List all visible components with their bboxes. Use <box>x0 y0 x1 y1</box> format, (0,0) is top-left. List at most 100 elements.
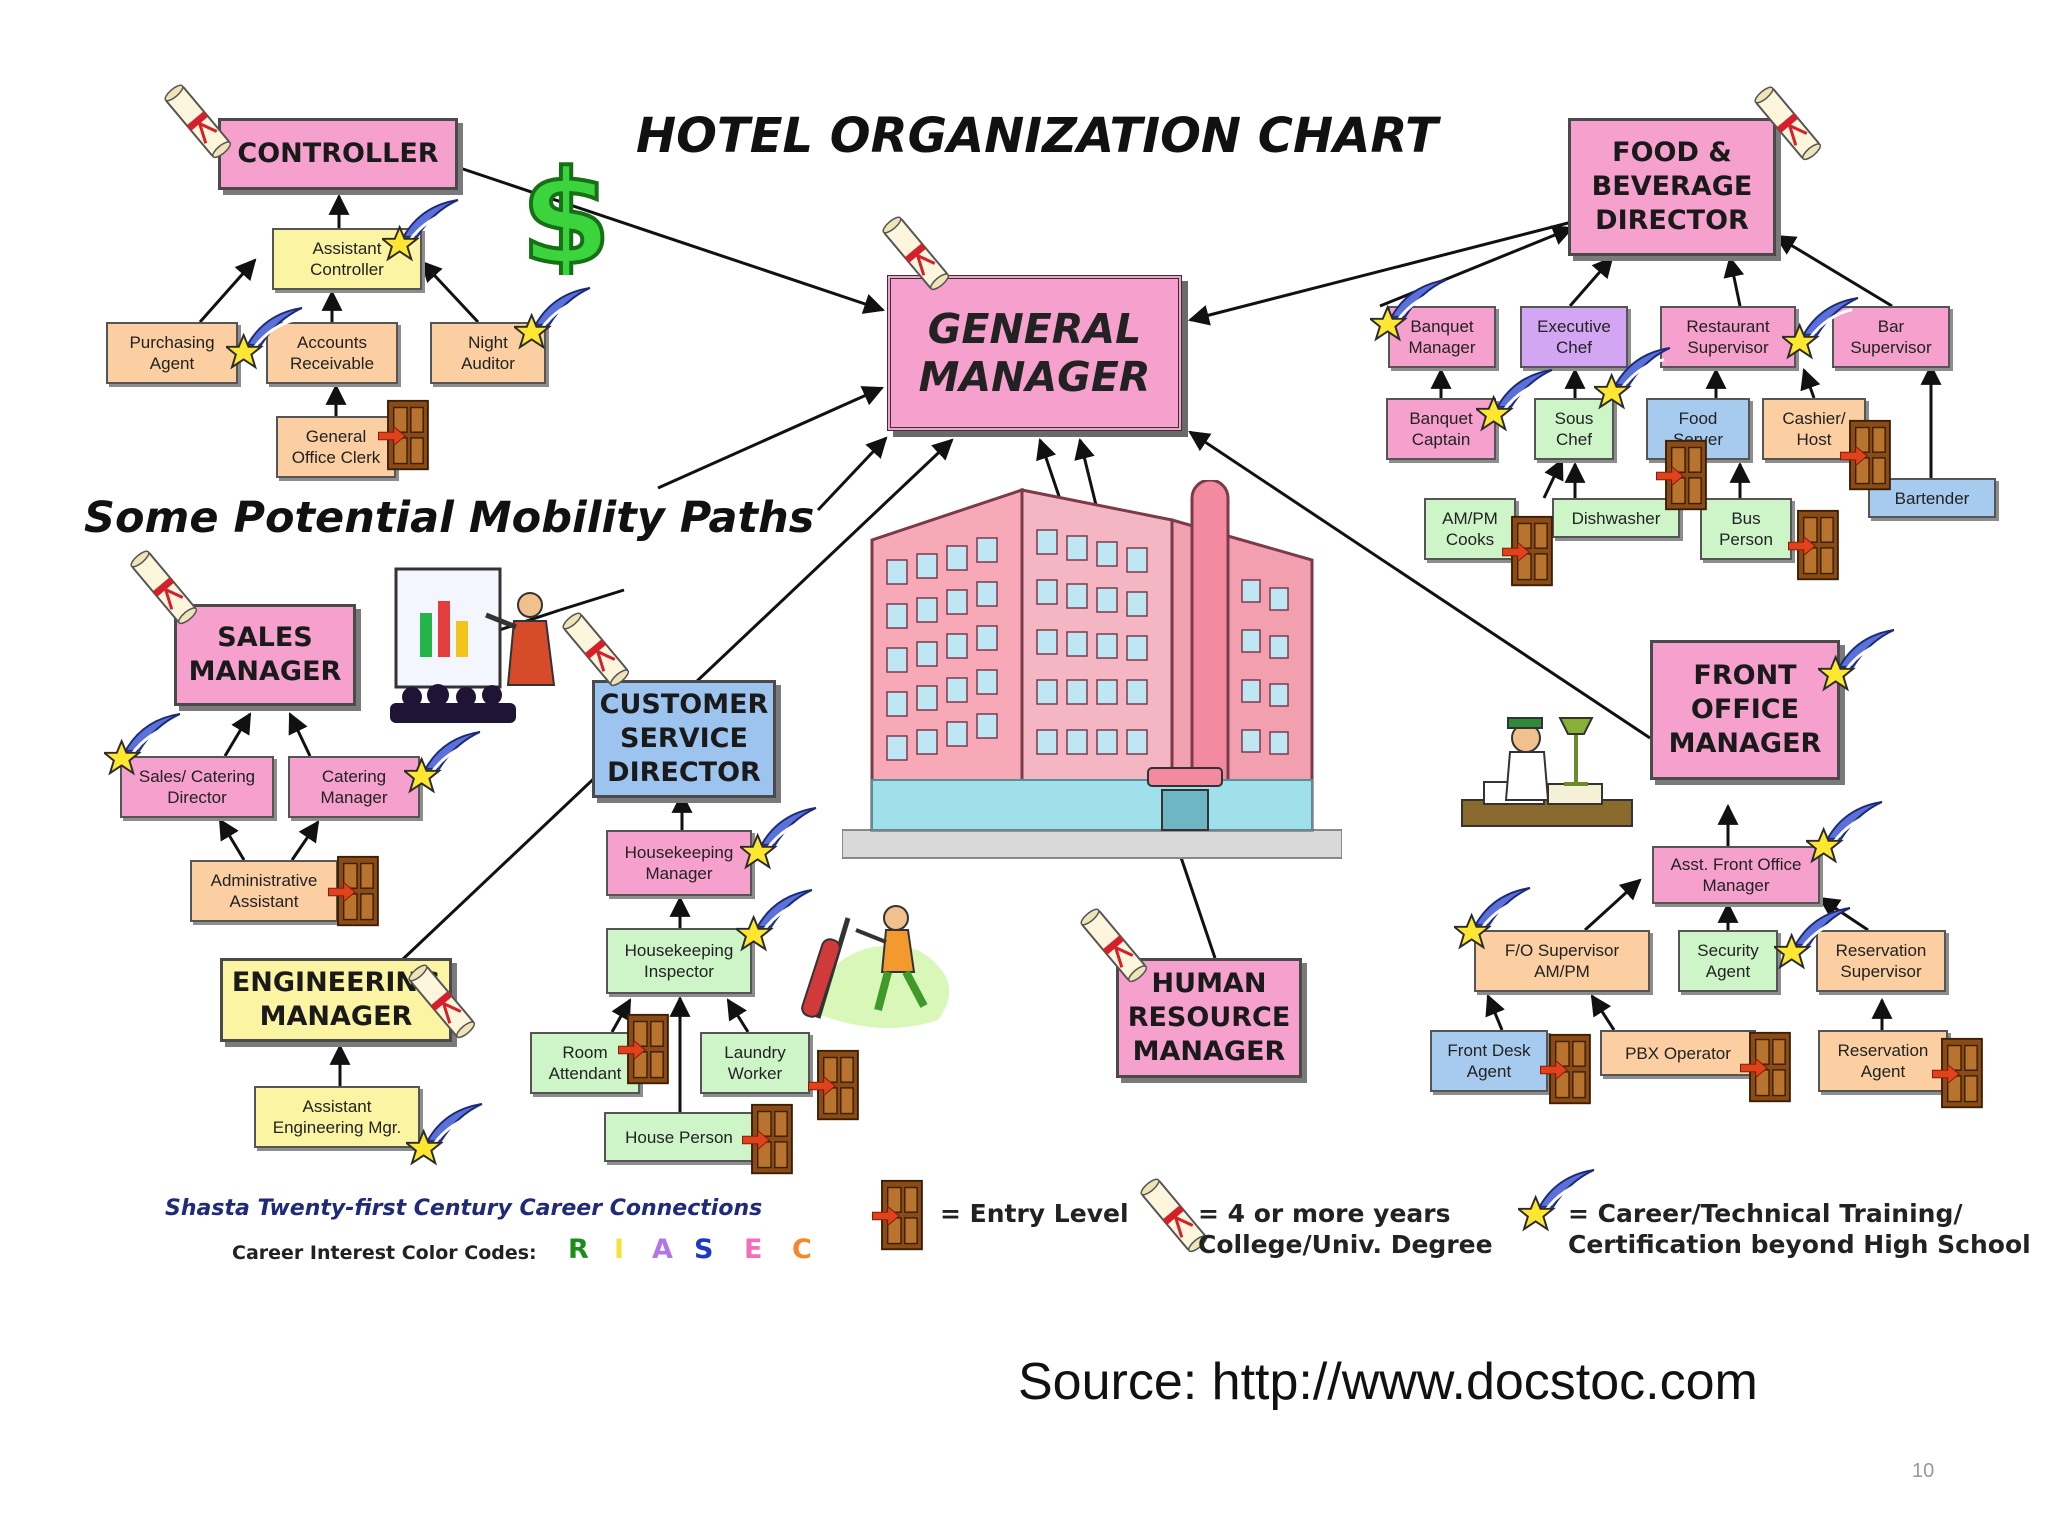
career-connections-label: Shasta Twenty-first Century Career Conne… <box>165 1196 763 1221</box>
color-codes-label: Career Interest Color Codes: <box>232 1242 537 1264</box>
shooting-star-icon <box>226 306 304 374</box>
legend-training: = Career/Technical Training/ Certificati… <box>1568 1199 2031 1259</box>
shooting-star-icon <box>404 730 482 798</box>
bartender-box: Bartender <box>1868 478 1996 518</box>
shooting-star-icon <box>382 198 460 266</box>
front-desk-clerk-icon <box>1461 717 1633 827</box>
presentation-icon <box>390 567 556 723</box>
general-office-clerk-box: General Office Clerk <box>276 416 396 478</box>
assistant-engineering-mgr-box: Assistant Engineering Mgr. <box>254 1086 420 1148</box>
shooting-star-icon <box>1594 346 1672 414</box>
diploma-icon <box>1078 906 1148 986</box>
fo-supervisor-box: F/O Supervisor AM/PM <box>1474 930 1650 992</box>
legend-door-icon <box>872 1178 930 1254</box>
sales-catering-director-box: Sales/ Catering Director <box>120 756 274 818</box>
diploma-icon <box>406 962 476 1042</box>
security-agent-box: Security Agent <box>1678 930 1778 992</box>
arrow-csd-to-gm <box>816 436 888 512</box>
door-icon <box>742 1102 800 1178</box>
shooting-star-icon <box>1782 296 1860 364</box>
hotel-building-icon <box>842 480 1342 859</box>
vacuuming-worker-icon <box>801 905 950 1028</box>
shooting-star-icon <box>1476 368 1554 436</box>
door-icon <box>1932 1036 1990 1112</box>
dishwasher-box: Dishwasher <box>1552 498 1680 538</box>
laundry-worker-box: Laundry Worker <box>700 1032 810 1094</box>
am-pm-cooks-box: AM/PM Cooks <box>1424 498 1516 560</box>
code-a: A <box>652 1234 673 1265</box>
reservation-agent-box: Reservation Agent <box>1818 1030 1948 1092</box>
shooting-star-icon <box>736 888 814 956</box>
cashier-host-box: Cashier/ Host <box>1762 398 1866 460</box>
door-icon <box>1788 508 1846 584</box>
code-e: E <box>744 1234 763 1265</box>
arrow-fb-to-gm <box>1187 220 1573 326</box>
dollar-sign-icon: $ <box>519 155 613 275</box>
door-icon <box>808 1048 866 1124</box>
accounts-receivable-box: Accounts Receivable <box>266 322 398 384</box>
shooting-star-icon <box>514 286 592 354</box>
bus-person-box: Bus Person <box>1700 498 1792 560</box>
house-person-box: House Person <box>604 1112 754 1162</box>
front-desk-agent-box: Front Desk Agent <box>1430 1030 1548 1092</box>
engineering-manager-box: ENGINEERING MANAGER <box>220 958 452 1042</box>
mobility-paths-subtitle: Some Potential Mobility Paths <box>84 493 815 543</box>
pbx-operator-box: PBX Operator <box>1600 1030 1756 1076</box>
door-icon <box>1740 1030 1798 1106</box>
housekeeping-inspector-box: Housekeeping Inspector <box>606 928 752 994</box>
page-number: 10 <box>1912 1460 1935 1482</box>
asst-front-office-manager-box: Asst. Front Office Manager <box>1652 846 1820 904</box>
shooting-star-icon <box>406 1102 484 1170</box>
diploma-icon <box>1752 84 1822 164</box>
shooting-star-icon <box>1806 800 1884 868</box>
diploma-icon <box>880 214 950 294</box>
food-beverage-director-box: FOOD & BEVERAGE DIRECTOR <box>1568 118 1776 256</box>
general-manager-box: GENERAL MANAGER <box>887 275 1182 431</box>
door-icon <box>328 854 386 930</box>
arrow-sales-to-gm <box>657 386 884 490</box>
purchasing-agent-box: Purchasing Agent <box>106 322 238 384</box>
arrow-controller-to-gm <box>459 166 885 314</box>
executive-chef-box: Executive Chef <box>1520 306 1628 368</box>
night-auditor-box: Night Auditor <box>430 322 546 384</box>
legend-degree: = 4 or more years College/Univ. Degree <box>1198 1199 1493 1259</box>
code-r: R <box>568 1234 589 1265</box>
shooting-star-icon <box>1818 628 1896 696</box>
shooting-star-icon <box>1454 886 1532 954</box>
shooting-star-icon <box>104 712 182 780</box>
diploma-icon <box>560 610 630 690</box>
room-attendant-box: Room Attendant <box>530 1032 640 1094</box>
shooting-star-icon <box>1774 906 1852 974</box>
bar-supervisor-box: Bar Supervisor <box>1832 306 1950 368</box>
shooting-star-icon <box>1370 278 1448 346</box>
door-icon <box>618 1012 676 1088</box>
front-office-manager-box: FRONT OFFICE MANAGER <box>1650 640 1840 780</box>
sales-manager-box: SALES MANAGER <box>174 604 356 706</box>
housekeeping-manager-box: Housekeeping Manager <box>606 830 752 896</box>
sous-chef-box: Sous Chef <box>1534 398 1614 460</box>
door-icon <box>1656 438 1714 514</box>
arrow-building-to-gm <box>1074 437 1098 506</box>
code-s: S <box>694 1234 714 1265</box>
customer-service-director-box: CUSTOMER SERVICE DIRECTOR <box>592 680 776 798</box>
door-icon <box>378 398 436 474</box>
source-caption: Source: http://www.docstoc.com <box>1018 1353 1758 1411</box>
diploma-icon <box>128 548 198 628</box>
svg-text:$: $ <box>521 155 611 275</box>
code-c: C <box>792 1234 812 1265</box>
shooting-star-icon <box>740 806 818 874</box>
catering-manager-box: Catering Manager <box>288 756 420 818</box>
door-icon <box>1502 514 1560 590</box>
door-icon <box>1540 1032 1598 1108</box>
arrow-fom-to-gm <box>1188 430 1651 740</box>
controller-box: CONTROLLER <box>218 118 458 190</box>
human-resource-manager-box: HUMAN RESOURCE MANAGER <box>1116 958 1302 1078</box>
restaurant-supervisor-box: Restaurant Supervisor <box>1660 306 1796 368</box>
code-i: I <box>614 1234 625 1265</box>
administrative-assistant-box: Administrative Assistant <box>190 860 338 922</box>
door-icon <box>1840 418 1898 494</box>
chart-title: HOTEL ORGANIZATION CHART <box>636 108 1438 164</box>
legend-entry-level: = Entry Level <box>940 1199 1129 1228</box>
diploma-icon <box>162 82 232 162</box>
